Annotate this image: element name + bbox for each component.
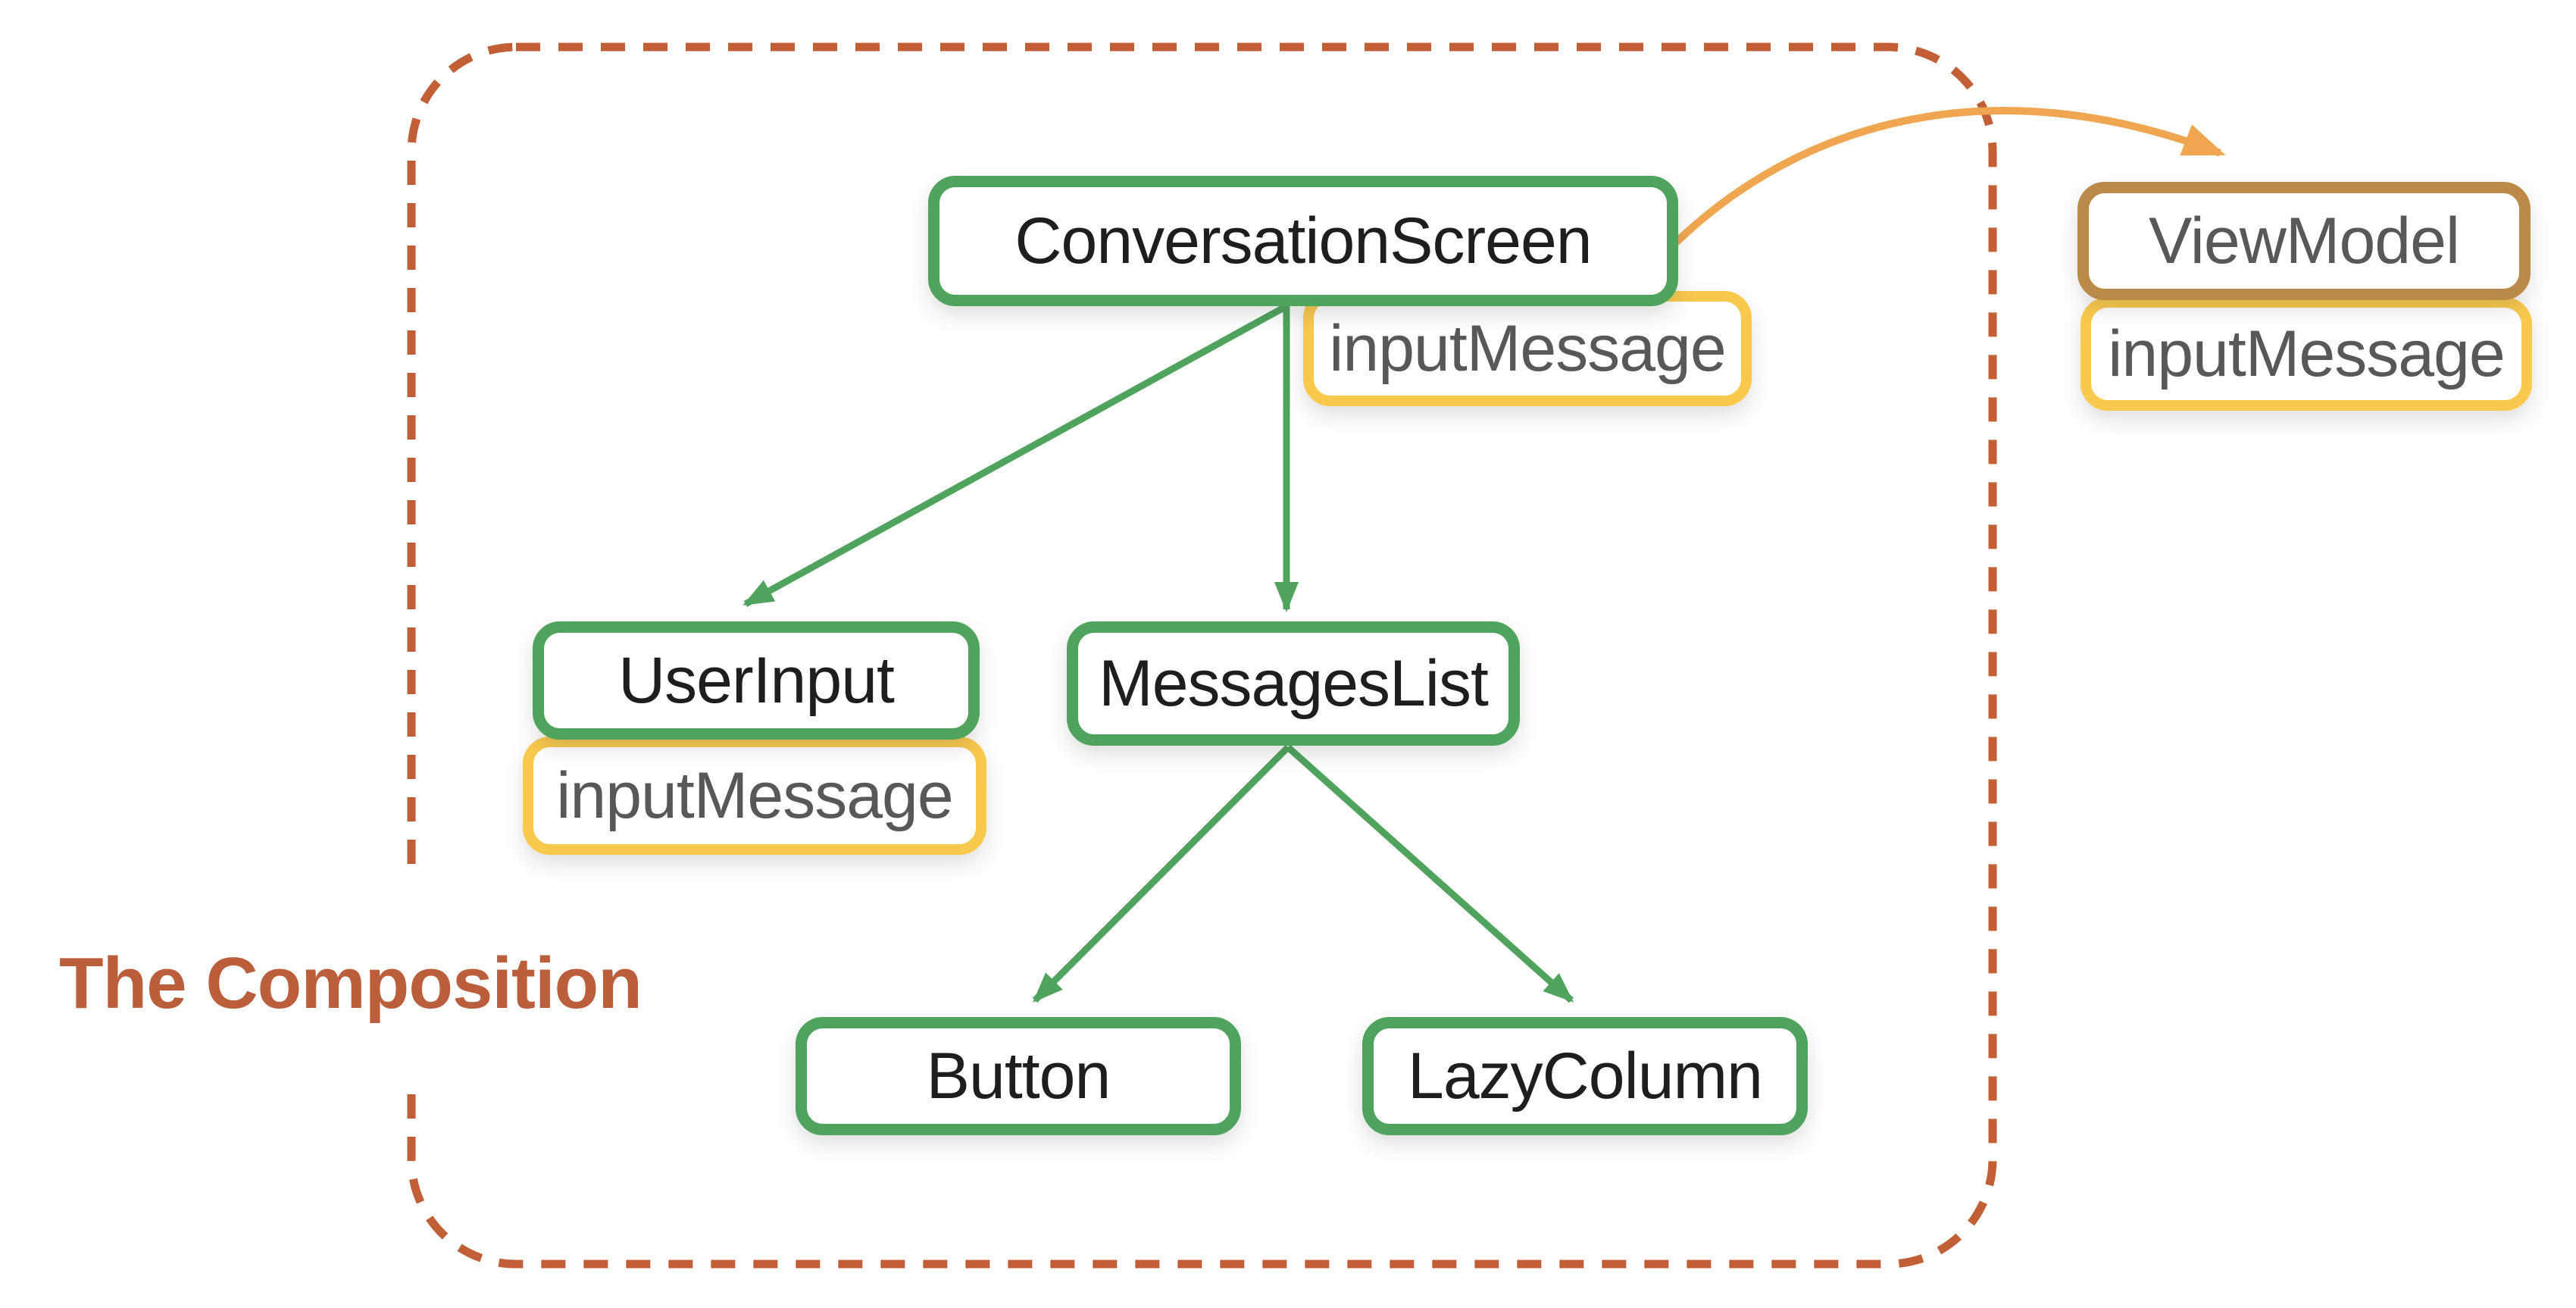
node-conversation-screen-label: ConversationScreen — [1014, 205, 1592, 277]
node-user-input-label: UserInput — [618, 644, 895, 717]
edge-messageslist-lazycolumn — [1286, 744, 1574, 1003]
edge-conversationscreen-userinput — [742, 303, 1289, 607]
node-lazy-column: LazyColumn — [1362, 1017, 1808, 1135]
node-messages-list-label: MessagesList — [1099, 647, 1489, 720]
edge-messageslist-button — [1032, 744, 1291, 1003]
node-user-input: UserInput — [533, 621, 980, 740]
state-view-model-inputmessage: inputMessage — [2080, 297, 2532, 411]
state-conversation-screen-inputmessage-label: inputMessage — [1329, 312, 1726, 385]
node-button-label: Button — [926, 1040, 1111, 1112]
node-view-model: ViewModel — [2077, 182, 2531, 300]
node-view-model-label: ViewModel — [2148, 205, 2460, 277]
state-conversation-screen-inputmessage: inputMessage — [1303, 291, 1752, 406]
node-messages-list: MessagesList — [1067, 621, 1520, 746]
node-button: Button — [796, 1017, 1241, 1135]
state-user-input-inputmessage-label: inputMessage — [556, 759, 953, 832]
node-lazy-column-label: LazyColumn — [1408, 1040, 1763, 1112]
node-conversation-screen: ConversationScreen — [928, 176, 1678, 306]
state-view-model-inputmessage-label: inputMessage — [2108, 318, 2505, 390]
state-user-input-inputmessage: inputMessage — [523, 737, 986, 855]
composition-boundary — [407, 42, 1997, 1269]
composition-title: The Composition — [59, 943, 642, 1024]
edge-conversationscreen-viewmodel — [1673, 107, 2226, 246]
boundary-title-gap-mask — [377, 881, 447, 1085]
